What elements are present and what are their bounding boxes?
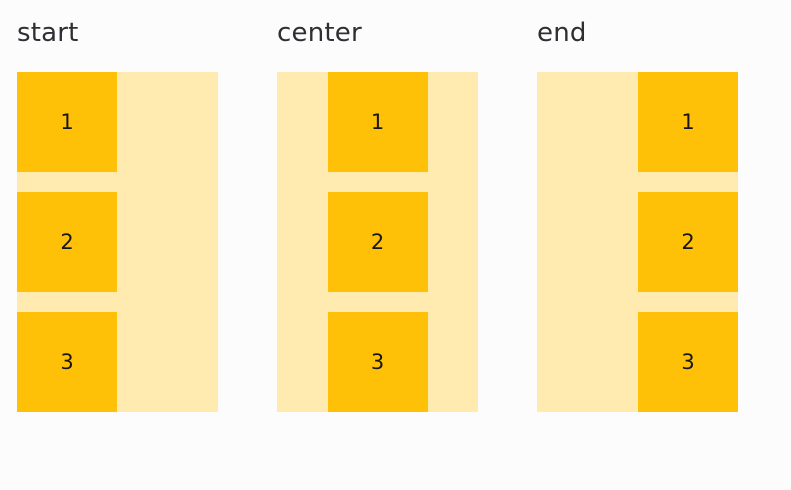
flex-container-center: 1 2 3 <box>277 72 478 412</box>
flex-item: 1 <box>638 72 738 172</box>
flex-container-end: 1 2 3 <box>537 72 738 412</box>
flex-item: 2 <box>638 192 738 292</box>
flex-item: 3 <box>638 312 738 412</box>
demo-label-end: end <box>537 18 587 48</box>
flex-item: 3 <box>327 312 428 412</box>
flex-item: 1 <box>327 72 428 172</box>
flex-item: 1 <box>17 72 117 172</box>
demo-label-center: center <box>277 18 362 48</box>
demo-label-start: start <box>17 18 79 48</box>
flex-item: 2 <box>17 192 117 292</box>
flex-item: 3 <box>17 312 117 412</box>
flex-container-start: 1 2 3 <box>17 72 218 412</box>
flex-item: 2 <box>327 192 428 292</box>
